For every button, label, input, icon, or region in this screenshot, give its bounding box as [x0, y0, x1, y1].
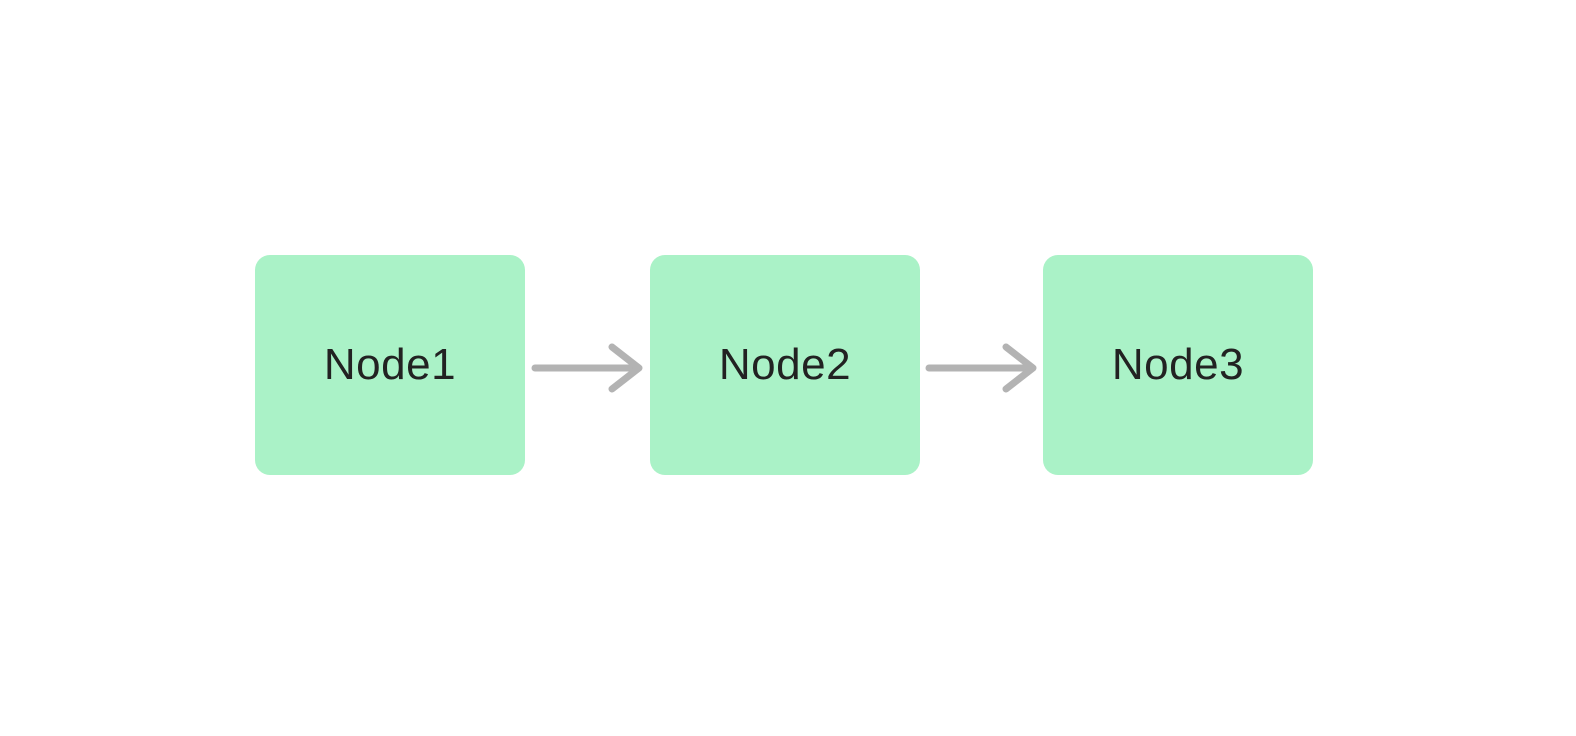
arrow-head [608, 343, 643, 393]
flow-node-node2[interactable]: Node2 [650, 255, 920, 475]
arrow-right-icon [925, 343, 1037, 393]
flow-node-node3[interactable]: Node3 [1043, 255, 1313, 475]
node-label: Node2 [718, 340, 852, 389]
flow-node-node1[interactable]: Node1 [255, 255, 525, 475]
node-label: Node3 [1111, 340, 1245, 389]
node-label: Node1 [323, 340, 457, 389]
arrow-head [1002, 343, 1037, 393]
arrow-right-icon [531, 343, 643, 393]
